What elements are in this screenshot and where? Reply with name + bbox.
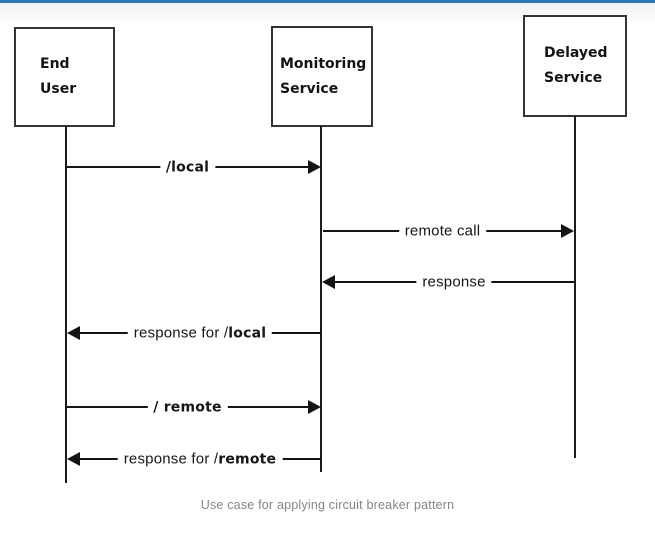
actor-box-delayed-service: Delayed Service [523,15,627,117]
actor-label-line: Delayed [544,45,608,61]
arrowhead-right-icon [308,160,321,174]
message-arrow-remote-call: remote call [323,222,574,240]
arrowhead-right-icon [561,224,574,238]
actor-label-line: Service [280,80,339,97]
page-top-accent-bar [0,0,655,3]
message-arrow-response-for-local: response for /local [67,324,321,342]
lifeline-end-user [65,126,67,483]
actor-box-monitoring-service: Monitoring Service [271,26,373,127]
actor-label-line: End [40,56,70,72]
message-arrow-local: /local [66,158,321,176]
arrowhead-right-icon [308,400,321,414]
page-top-gradient [0,3,655,25]
actor-label-line: Service [544,70,603,86]
actor-box-end-user: End User [14,27,115,127]
lifeline-monitoring-service [320,126,322,472]
actor-label-line: User [40,81,77,97]
message-label: remote call [398,222,487,240]
actor-label-line: Monitoring [280,55,367,72]
diagram-caption: Use case for applying circuit breaker pa… [200,498,455,512]
arrowhead-left-icon [67,452,80,466]
arrowhead-left-icon [322,275,335,289]
message-arrow-response: response [322,273,574,291]
message-label: /local [159,158,216,176]
message-arrow-remote: / remote [66,398,321,416]
arrowhead-left-icon [67,326,80,340]
message-label: response for /remote [117,450,283,468]
message-label: / remote [147,398,228,416]
message-label: response for /local [127,324,273,342]
message-arrow-response-for-remote: response for /remote [67,450,321,468]
lifeline-delayed-service [574,116,576,458]
message-label: response [416,273,492,291]
